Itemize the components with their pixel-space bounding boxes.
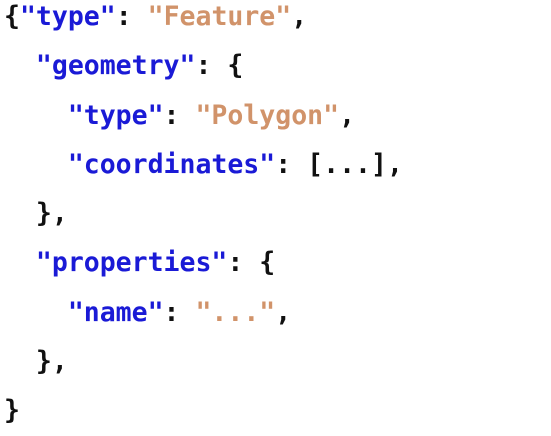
comma: , bbox=[275, 296, 292, 328]
close-brace: }, bbox=[35, 346, 68, 378]
json-key: "geometry" bbox=[35, 50, 196, 82]
json-string-value: "Feature" bbox=[147, 1, 292, 32]
json-string-value: "Polygon" bbox=[195, 99, 340, 131]
colon: : bbox=[195, 50, 228, 82]
comma: , bbox=[291, 1, 308, 32]
json-key: "name" bbox=[67, 296, 164, 328]
geojson-code-block: {"type": "Feature","geometry": {"type": … bbox=[4, 0, 403, 436]
open-brace: { bbox=[227, 50, 244, 82]
json-array-value: [...] bbox=[307, 148, 387, 180]
code-line-8: }, bbox=[4, 337, 403, 386]
open-brace: { bbox=[4, 1, 20, 32]
comma: , bbox=[386, 148, 403, 180]
code-line-4: "coordinates": [...], bbox=[4, 140, 403, 189]
code-line-9: } bbox=[4, 386, 403, 435]
json-key: "coordinates" bbox=[67, 148, 276, 180]
json-key: "properties" bbox=[35, 247, 228, 279]
close-brace: }, bbox=[35, 198, 68, 230]
code-line-6: "properties": { bbox=[4, 238, 403, 287]
comma: , bbox=[339, 99, 356, 131]
code-line-5: }, bbox=[4, 189, 403, 238]
colon: : bbox=[275, 148, 308, 180]
json-key: "type" bbox=[67, 99, 164, 131]
colon: : bbox=[227, 247, 260, 279]
colon: : bbox=[115, 1, 148, 32]
colon: : bbox=[163, 296, 196, 328]
code-line-2: "geometry": { bbox=[4, 41, 403, 90]
json-string-value: "..." bbox=[195, 296, 276, 328]
code-line-7: "name": "...", bbox=[4, 288, 403, 337]
json-key: "type" bbox=[19, 1, 116, 32]
colon: : bbox=[163, 99, 196, 131]
close-brace: } bbox=[4, 395, 20, 427]
code-line-1: {"type": "Feature", bbox=[4, 0, 403, 41]
code-line-3: "type": "Polygon", bbox=[4, 91, 403, 140]
open-brace: { bbox=[259, 247, 276, 279]
